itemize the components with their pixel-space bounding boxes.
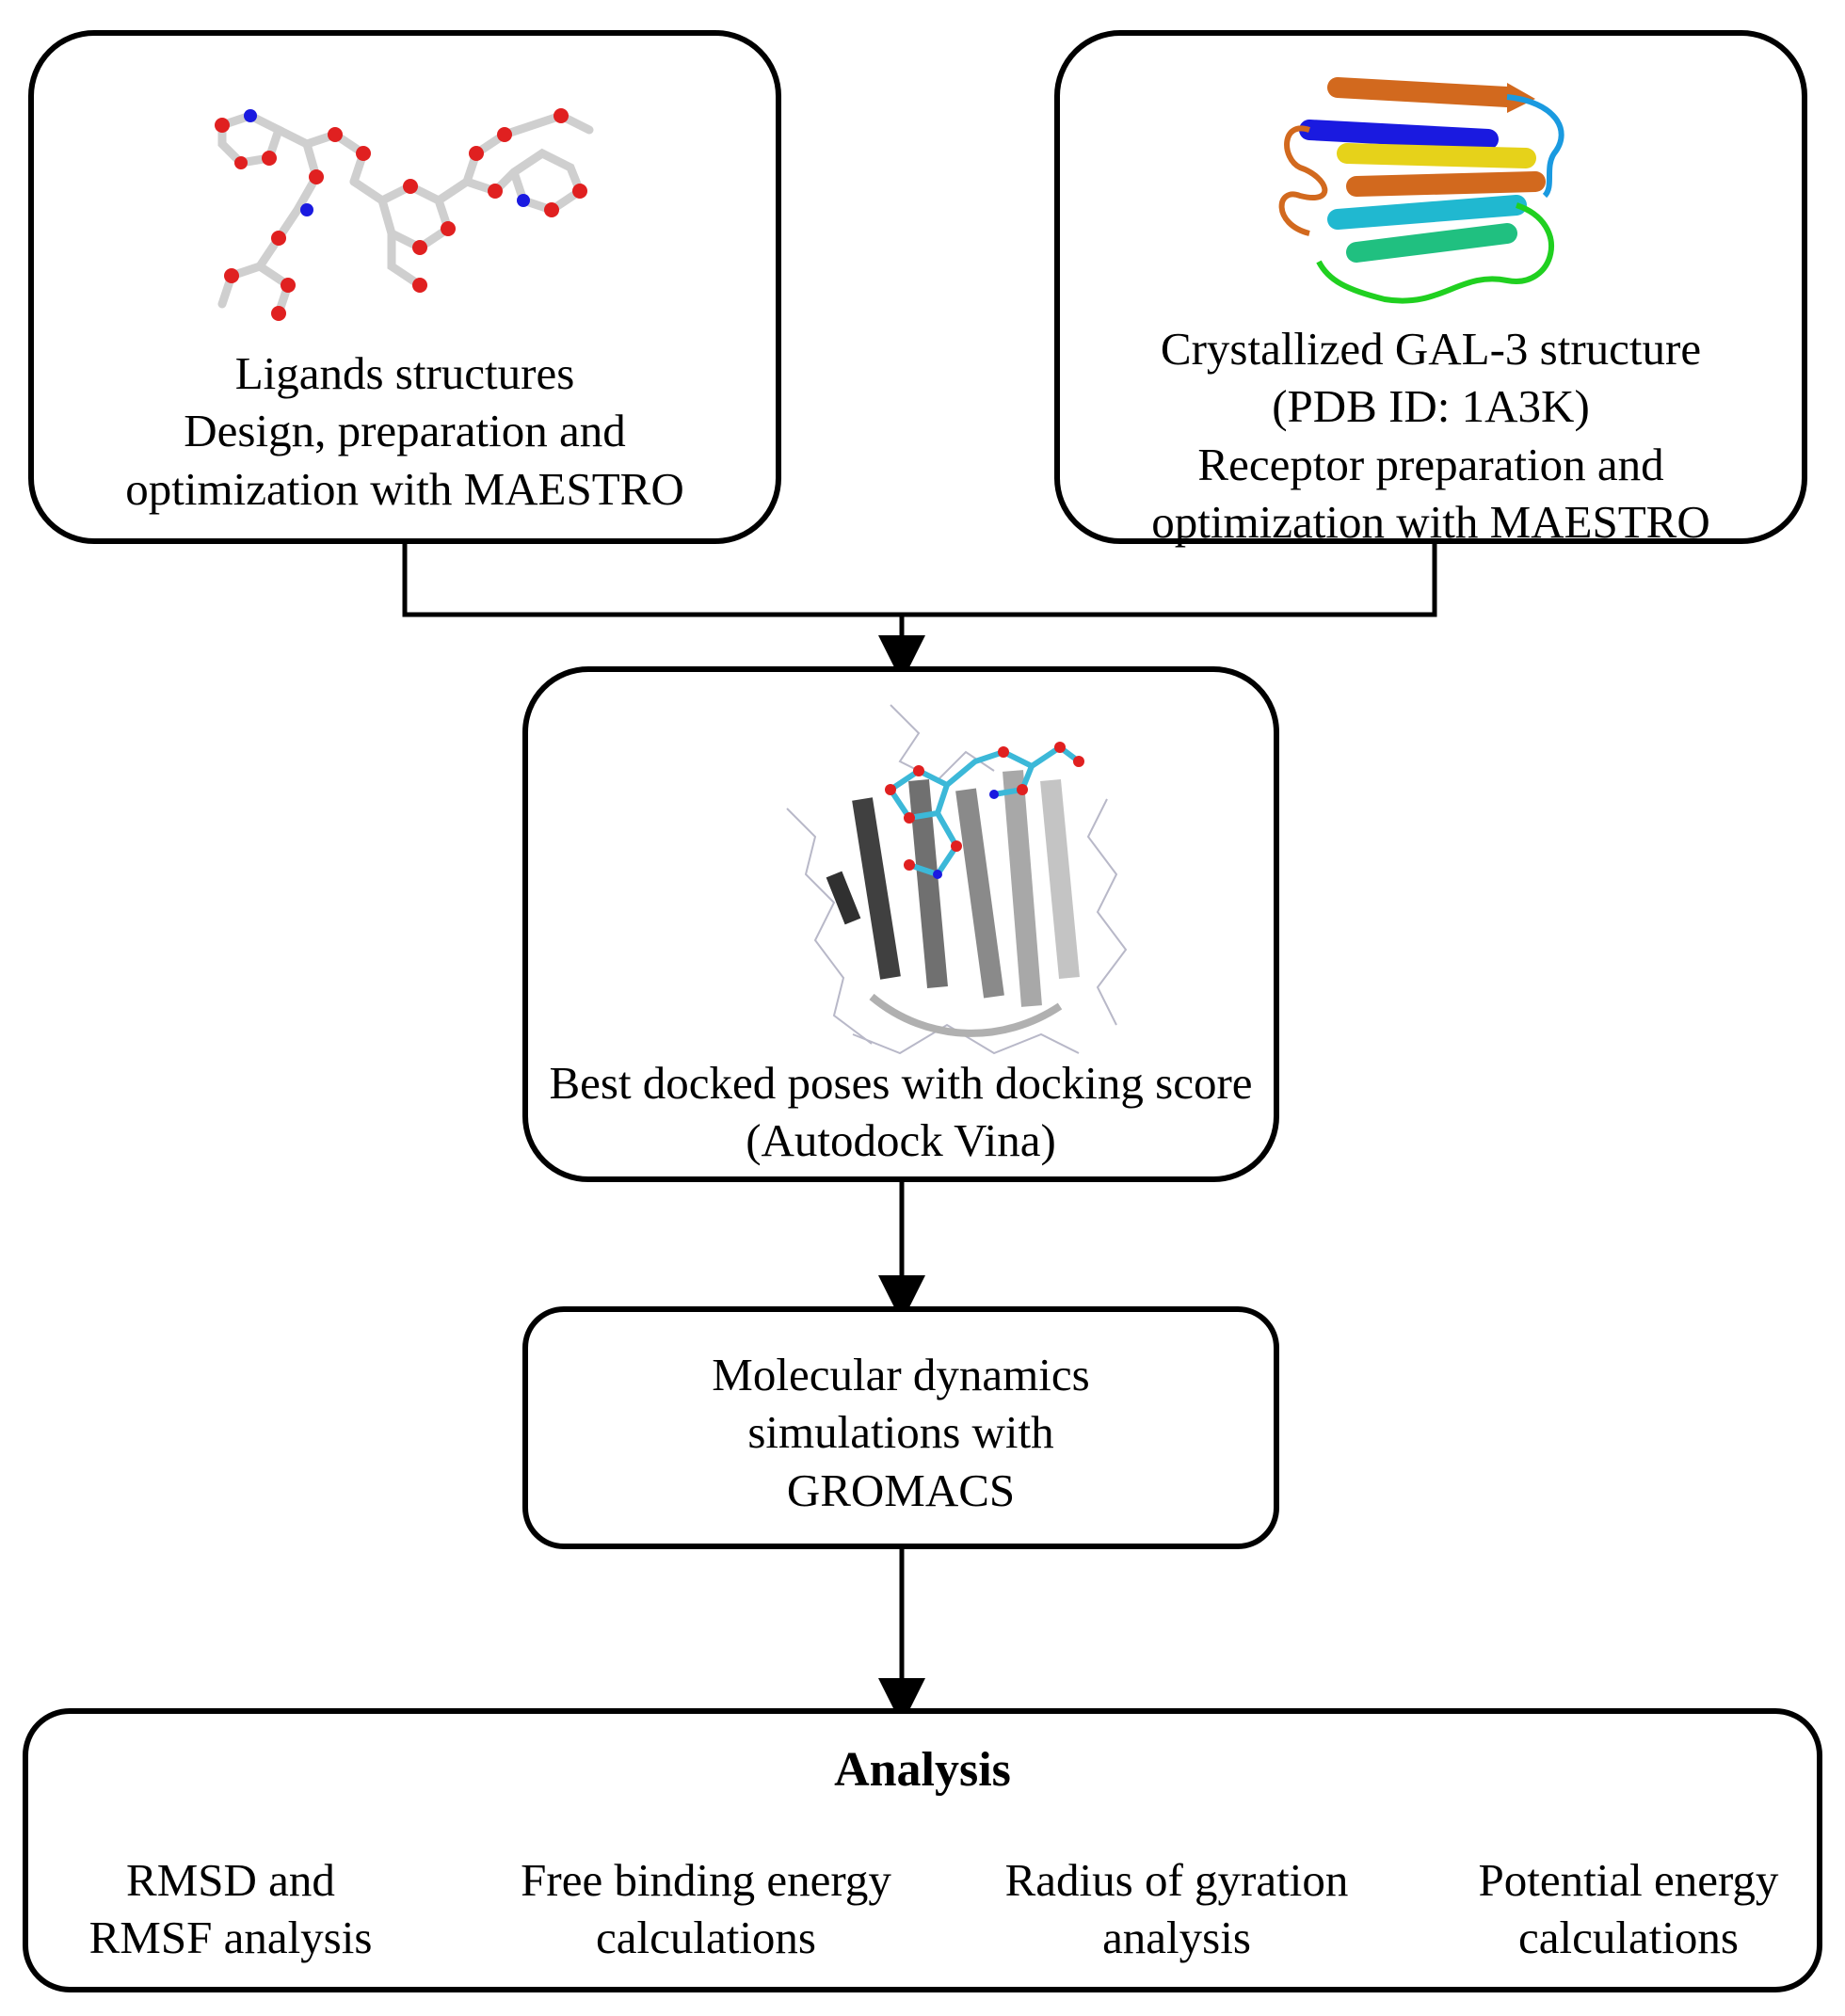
- analysis-item-rmsd-line-2: RMSF analysis: [88, 1912, 373, 1964]
- analysis-item-potential-line-1: Potential energy: [1478, 1854, 1779, 1906]
- md-box: Molecular dynamics simulations with GROM…: [522, 1306, 1279, 1549]
- analysis-item-binding-energy: Free binding energy calculations: [489, 1851, 922, 1967]
- receptor-line-3: Receptor preparation and: [1197, 438, 1664, 490]
- analysis-item-gyration-line-1: Radius of gyration: [1004, 1854, 1349, 1906]
- analysis-item-binding-line-2: calculations: [595, 1912, 817, 1964]
- docking-line-2: (Autodock Vina): [746, 1114, 1056, 1167]
- docking-line-1: Best docked poses with docking score: [549, 1057, 1253, 1109]
- md-line-1: Molecular dynamics: [712, 1349, 1090, 1400]
- merge-connector: [402, 542, 1437, 617]
- receptor-line-2: (PDB ID: 1A3K): [1272, 380, 1590, 433]
- analysis-item-gyration: Radius of gyration analysis: [974, 1851, 1379, 1967]
- ligands-box: Ligands structures Design, preparation a…: [28, 30, 781, 544]
- ligands-text: Ligands structures Design, preparation a…: [34, 344, 776, 518]
- receptor-text: Crystallized GAL-3 structure (PDB ID: 1A…: [1060, 320, 1802, 551]
- analysis-item-potential-line-2: calculations: [1517, 1912, 1740, 1964]
- analysis-title: Analysis: [834, 1743, 1011, 1797]
- md-line-3: GROMACS: [786, 1464, 1016, 1516]
- md-line-2: simulations with: [747, 1406, 1054, 1459]
- analysis-item-rmsd: RMSD and RMSF analysis: [56, 1851, 405, 1967]
- analysis-item-binding-line-1: Free binding energy: [521, 1854, 891, 1906]
- ligand-molecule-icon: [215, 108, 594, 321]
- ligands-line-2: Design, preparation and: [184, 405, 626, 457]
- ligands-line-1: Ligands structures: [234, 347, 575, 399]
- docking-text: Best docked poses with docking score (Au…: [528, 1054, 1274, 1170]
- receptor-box: Crystallized GAL-3 structure (PDB ID: 1A…: [1054, 30, 1807, 548]
- docked-complex-icon: [786, 704, 1128, 1055]
- md-text: Molecular dynamics simulations with GROM…: [528, 1346, 1274, 1519]
- analysis-item-rmsd-line-1: RMSD and: [126, 1854, 335, 1906]
- receptor-line-1: Crystallized GAL-3 structure: [1160, 323, 1702, 375]
- receptor-line-4: optimization with MAESTRO: [1151, 495, 1710, 548]
- protein-ribbon-icon: [1278, 77, 1564, 304]
- analysis-box: Analysis RMSD and RMSF analysis Free bin…: [23, 1708, 1822, 1992]
- ligands-line-3: optimization with MAESTRO: [125, 462, 684, 515]
- docking-box: Best docked poses with docking score (Au…: [522, 666, 1279, 1182]
- analysis-item-gyration-line-2: analysis: [1102, 1912, 1251, 1964]
- analysis-item-potential-energy: Potential energy calculations: [1440, 1851, 1817, 1967]
